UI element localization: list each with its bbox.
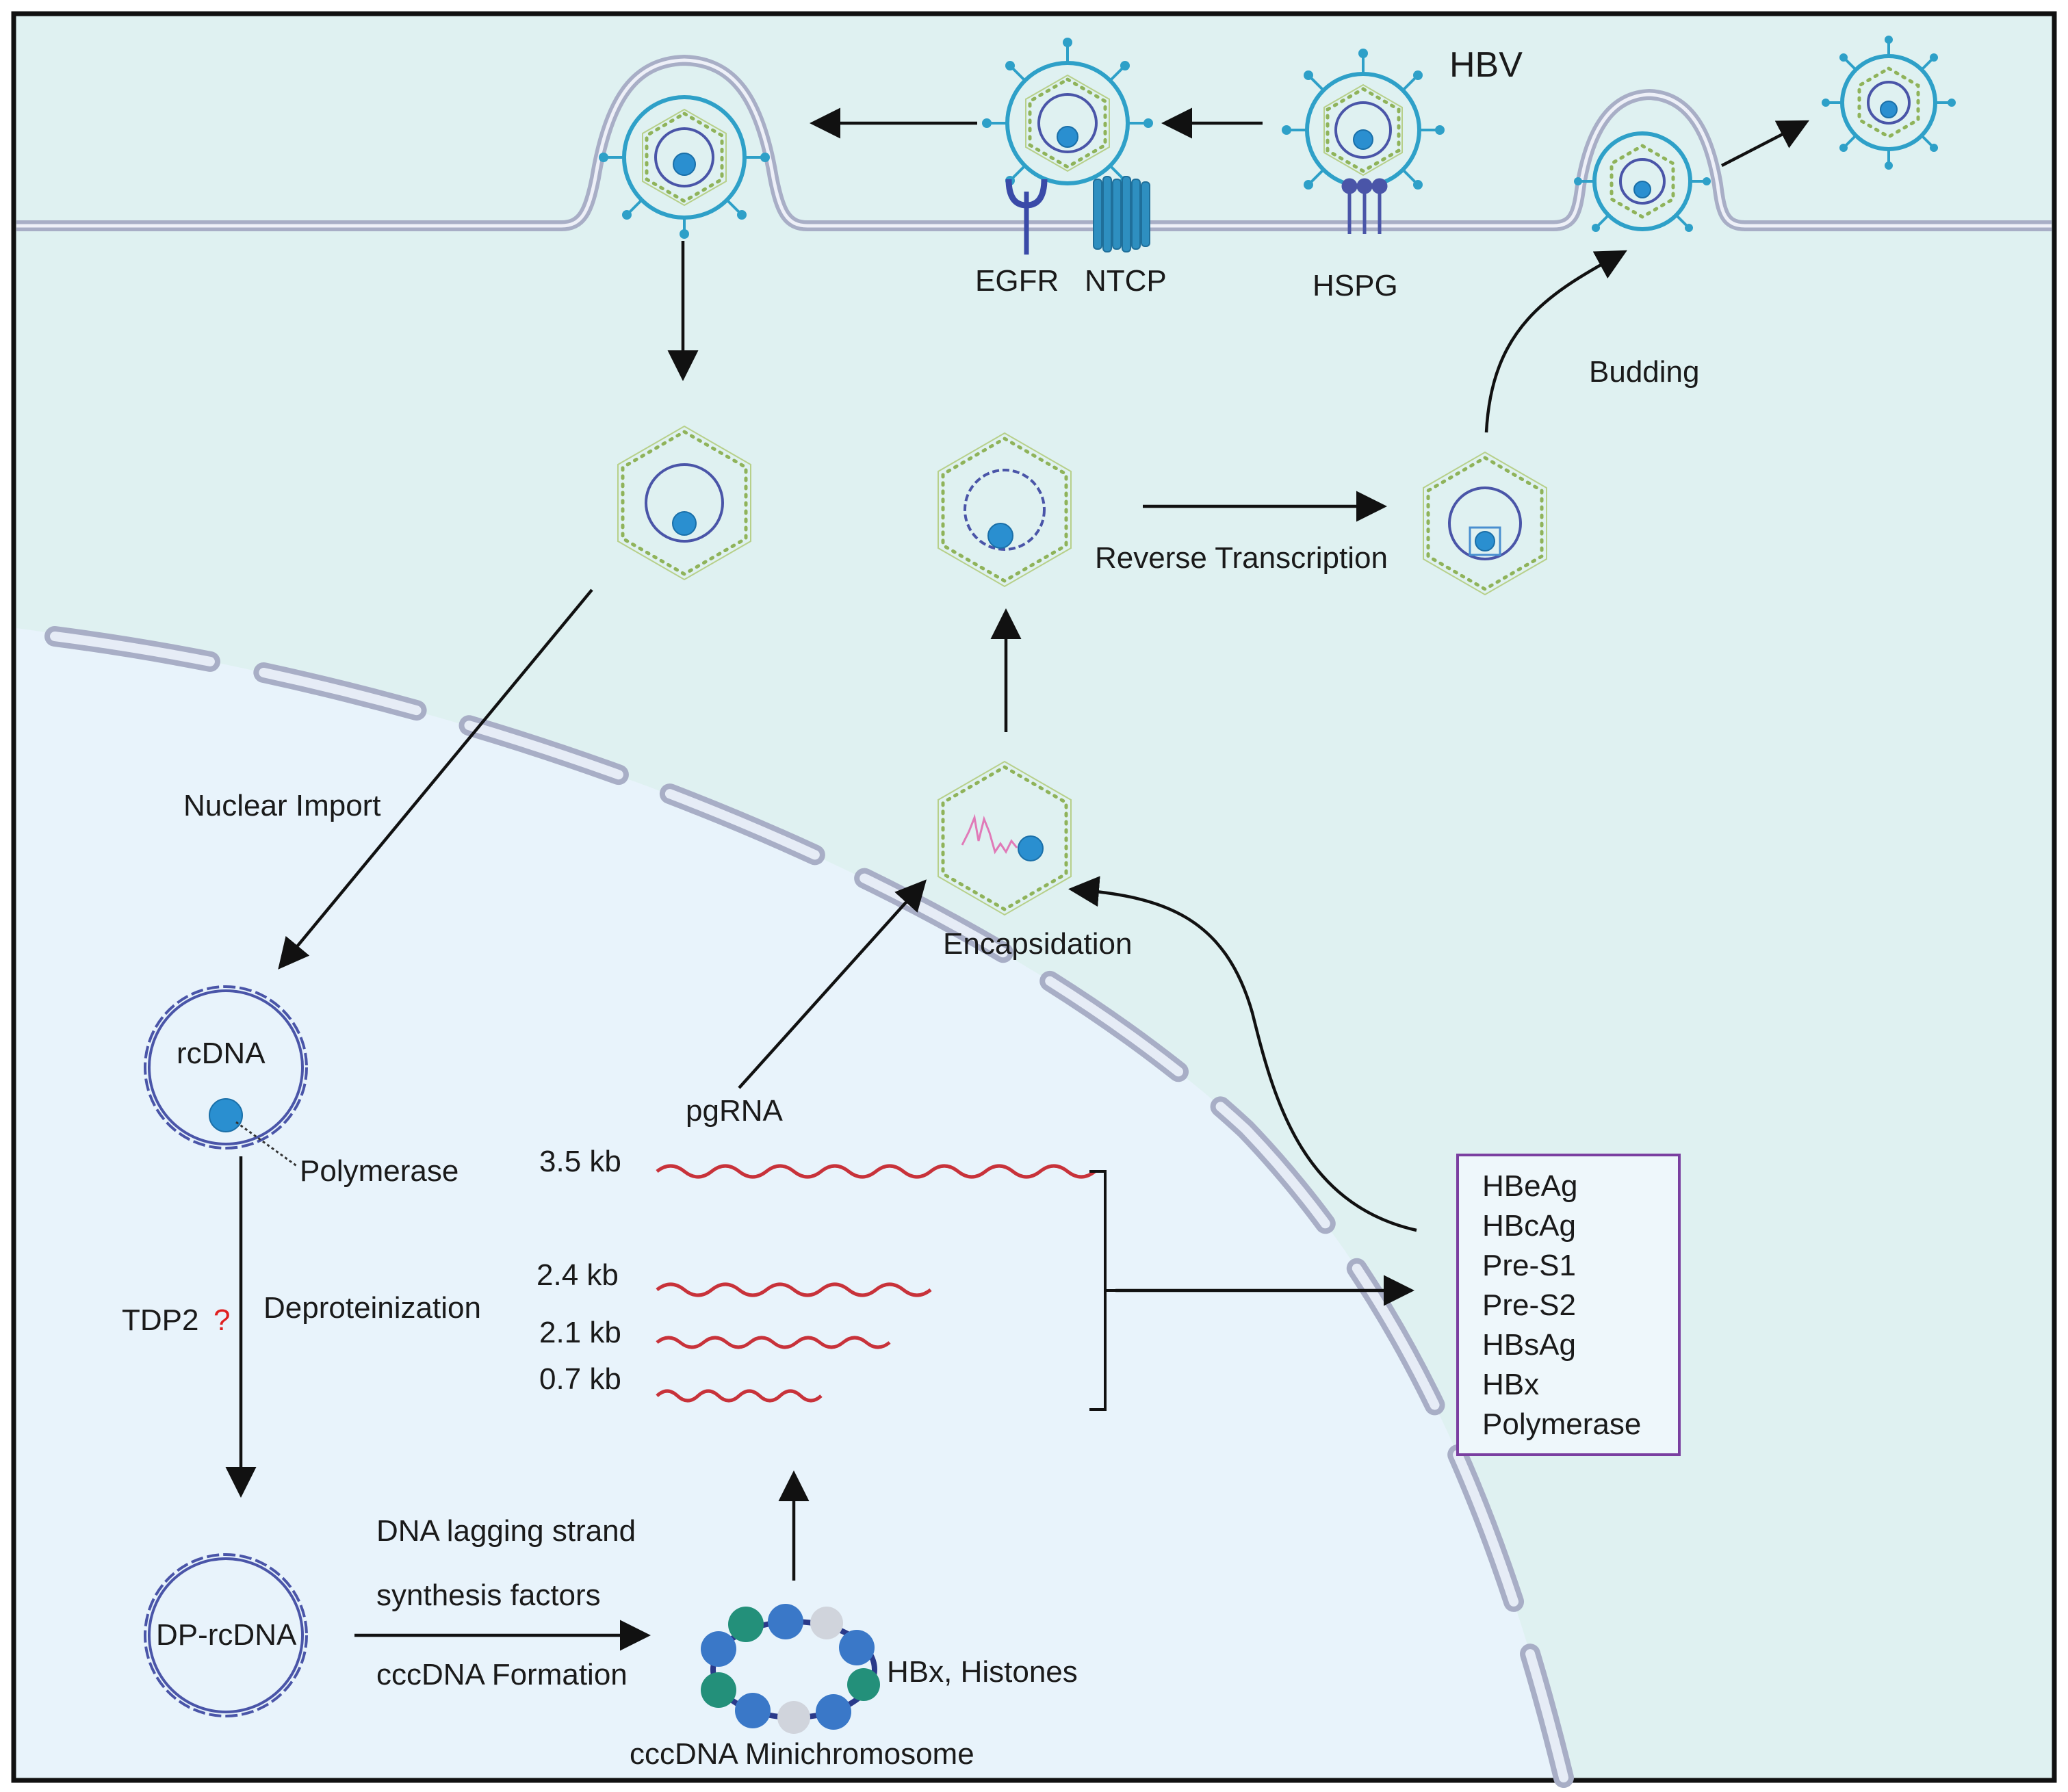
hbv-virion-budding [1574,131,1711,232]
hbv-virion-released [1822,36,1956,170]
label-encapsidation: Encapsidation [943,927,1132,961]
capsid-pgrna-rt [938,432,1072,588]
label-polymerase: Polymerase [300,1154,458,1188]
capsid-uncoated [617,425,751,581]
protein-item: HBsAg [1482,1328,1576,1362]
label-hbv: HBV [1449,45,1523,85]
hspg-receptor-icon [1341,178,1388,234]
label-pgrna: pgRNA [686,1094,783,1128]
protein-item: HBx [1482,1368,1539,1401]
label-dp-rcdna: DP-rcDNA [156,1618,297,1652]
label-reverse-transcription: Reverse Transcription [1095,541,1388,575]
capsid-mature [1423,451,1547,596]
nucleus-region [16,628,1564,1778]
dp-rcdna-circle [144,1553,308,1717]
hbv-virion-free [1282,49,1445,190]
capsid-encapsidation [938,760,1072,916]
pgrna-trace-icon [961,814,1018,855]
rcdna-circle [144,985,308,1150]
protein-item: HBeAg [1482,1169,1577,1203]
arrows [225,107,1809,1651]
arrow-proteins-to-encapsidation [1068,876,1417,1232]
envelope-spikes-icon [1574,177,1711,232]
label-0-7kb: 0.7 kb [539,1362,621,1396]
mrna-3-5kb [656,1164,1096,1179]
label-tdp2: TDP2 [122,1303,198,1337]
label-3-5kb: 3.5 kb [539,1145,621,1178]
transcripts [656,1164,1096,1403]
arrow-pgrna-to-encapsidation [738,879,927,1089]
transcripts-bracket [1089,1170,1115,1411]
label-nuclear-import: Nuclear Import [183,789,381,822]
mrna-2-4kb [656,1282,932,1297]
label-lagging-line1: DNA lagging strand [376,1514,636,1548]
ntcp-transporter-icon [1093,176,1150,252]
polymerase-pointer [235,1121,298,1168]
protein-box [1456,1154,1681,1456]
label-deproteinization: Deproteinization [263,1291,481,1325]
protein-item: HBcAg [1482,1209,1576,1243]
protein-item: Pre-S1 [1482,1249,1576,1282]
arrow-release [1720,120,1809,167]
protein-item: Polymerase [1482,1407,1641,1441]
arrow-nuclear-import [278,588,593,970]
label-ntcp: NTCP [1085,264,1167,298]
label-cccdna-minichromosome: cccDNA Minichromosome [630,1737,974,1771]
label-cccdna-formation: cccDNA Formation [376,1658,628,1691]
label-2-1kb: 2.1 kb [539,1316,621,1349]
nuclear-envelope-inner [50,632,1568,1782]
label-hbx-histones: HBx, Histones [887,1655,1078,1689]
protein-item: Pre-S2 [1482,1288,1576,1322]
arrow-budding [1484,250,1627,433]
label-lagging-line2: synthesis factors [376,1579,601,1612]
label-question-mark: ? [214,1303,230,1337]
hbv-virion-endocytosis [599,95,770,239]
label-budding: Budding [1589,355,1699,389]
egfr-receptor-icon [1005,179,1048,255]
plasma-membrane-inner [16,58,2052,228]
label-hspg: HSPG [1313,269,1398,302]
cccdna-minichromosome-icon [701,1604,880,1734]
label-egfr: EGFR [975,264,1059,298]
mrna-0-7kb [656,1389,823,1403]
envelope-spikes-icon [599,153,770,239]
envelope-spikes-icon [1282,49,1445,190]
envelope-spikes-icon [1822,36,1956,170]
mrna-2-1kb [656,1336,891,1349]
label-rcdna: rcDNA [177,1037,266,1070]
label-2-4kb: 2.4 kb [537,1258,619,1292]
